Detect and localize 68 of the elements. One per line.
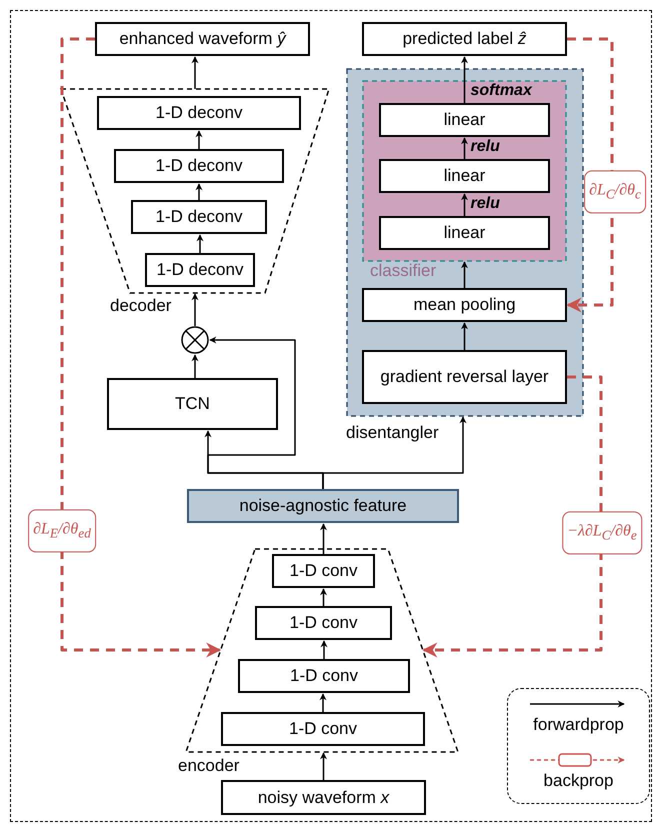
- arrow: [192, 293, 198, 326]
- box-label: linear: [444, 223, 486, 243]
- process-box: [114, 149, 284, 183]
- arrow: [196, 234, 204, 253]
- arrow: [461, 193, 468, 216]
- arrow: [461, 137, 468, 159]
- box-label: 1-D conv: [289, 561, 358, 581]
- process-box: [362, 22, 567, 56]
- edge-label: relu: [470, 138, 500, 156]
- box-label: predicted label ẑ: [402, 29, 526, 49]
- process-box: [362, 288, 567, 322]
- box-label: gradient reversal layer: [380, 367, 549, 387]
- box-label: 1-D deconv: [156, 207, 242, 227]
- dashed-arrow: [60, 38, 222, 658]
- process-box: [131, 200, 267, 234]
- process-box: [379, 216, 550, 250]
- process-box: [272, 554, 375, 588]
- edge-label: softmax: [470, 82, 532, 100]
- arrow: [320, 693, 326, 712]
- box-label: 1-D deconv: [156, 260, 244, 280]
- box-label: 1-D deconv: [156, 103, 242, 123]
- arrow: [320, 523, 327, 554]
- gradient-label: −λ∂L$_{C}$/∂θ$_{e}$: [562, 511, 642, 555]
- arrow: [192, 354, 198, 378]
- box-label: 1-D deconv: [156, 156, 242, 176]
- arrow: [192, 56, 198, 89]
- edge-label: relu: [470, 195, 500, 213]
- box-label: linear: [444, 110, 486, 130]
- feature-box: [187, 489, 459, 523]
- arrow: [196, 183, 202, 200]
- arrow: [320, 752, 327, 780]
- multiply-symbol: [181, 326, 209, 354]
- process-box: [107, 378, 278, 430]
- gradient-label: ∂L$_{C}$/∂θ$_{c}$: [584, 170, 646, 214]
- process-box: [97, 96, 301, 130]
- process-box: [379, 103, 550, 137]
- box-label: 1-D conv: [289, 613, 358, 633]
- process-box: [238, 659, 410, 693]
- arrow: [461, 322, 468, 350]
- process-box: [221, 712, 425, 746]
- dashed-arrow: [422, 376, 602, 658]
- arrow: [461, 261, 468, 288]
- group-label: decoder: [110, 296, 172, 316]
- legend-label: forwardprop: [532, 715, 625, 735]
- box-label: mean pooling: [413, 295, 516, 315]
- group-label: encoder: [178, 756, 240, 776]
- box-label: TCN: [175, 394, 210, 414]
- process-box: [362, 350, 567, 404]
- arrow: [320, 588, 327, 606]
- arrow: [196, 130, 202, 149]
- legend-label: backprop: [542, 771, 614, 791]
- arrow: [320, 640, 328, 659]
- arrow: [322, 416, 466, 489]
- box-label: noisy waveform x: [258, 788, 390, 808]
- process-box: [221, 780, 426, 815]
- box-label: noise-agnostic feature: [239, 496, 407, 516]
- box-label: 1-D conv: [290, 666, 358, 686]
- process-box: [379, 159, 550, 193]
- box-label: 1-D conv: [288, 719, 358, 739]
- arrow: [461, 56, 468, 103]
- process-box: [145, 253, 255, 287]
- box-label: enhanced waveform ŷ: [119, 29, 286, 49]
- group-label: disentangler: [346, 423, 439, 443]
- process-box: [95, 22, 310, 56]
- group-label: classifier: [370, 261, 436, 281]
- box-label: linear: [444, 166, 486, 186]
- process-box: [255, 606, 392, 640]
- gradient-label: ∂L$_{E}$/∂θ$_{ed}$: [28, 509, 96, 553]
